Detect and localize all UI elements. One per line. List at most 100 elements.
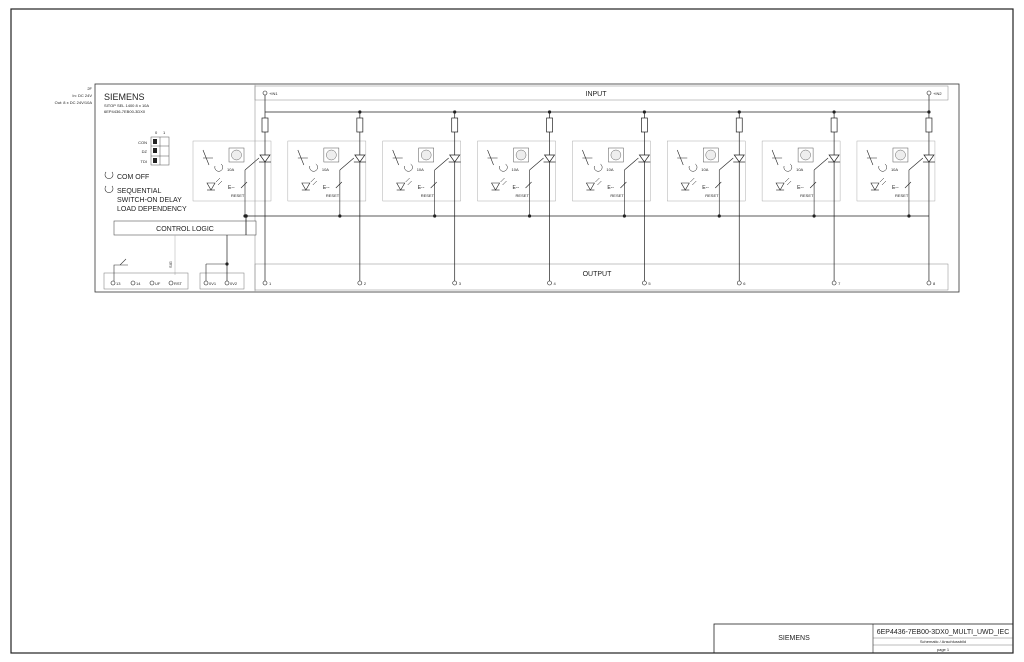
siemens-brand: SIEMENS	[104, 92, 145, 102]
switch-transistor-icon	[923, 154, 935, 163]
reset-label: RESET	[516, 193, 530, 198]
reset-switch-icon	[715, 181, 722, 189]
dial-icon	[705, 149, 716, 161]
reset-symbol: E--	[607, 185, 614, 191]
output-terminal-label: 7	[838, 281, 841, 286]
output-terminal	[642, 280, 647, 286]
reset-switch-icon	[430, 181, 437, 189]
switch-row-con: CON	[138, 140, 147, 145]
input-label: INPUT	[586, 91, 608, 98]
header-left-text: 2F In: DC 24V Out: 8 x DC 24V/10A	[55, 86, 93, 105]
junction-dot	[243, 214, 247, 218]
control-wire	[339, 157, 355, 171]
switch-transistor-icon	[449, 154, 461, 163]
title-line-2: Schematic / Anschlussbild	[920, 639, 966, 644]
switch-row-dz: DZ	[142, 149, 148, 154]
input-terminal-left: +IN1	[269, 91, 278, 96]
reset-switch-icon	[809, 181, 817, 189]
reset-symbol: E--	[513, 185, 520, 191]
switch-col-1: 1	[163, 130, 166, 135]
output-terminal	[547, 280, 552, 286]
switch-row-tdi: TDI	[141, 159, 147, 164]
current-sensor-icon	[487, 149, 498, 166]
relay-contact-symbol	[113, 258, 128, 285]
fuse-icon	[735, 117, 743, 133]
channel-box	[856, 140, 936, 202]
reset-switch-icon	[904, 181, 912, 189]
channel-rating: 10A	[512, 167, 519, 172]
output-terminal-label: 4	[554, 281, 557, 286]
rotary-arrow-icon	[404, 163, 413, 172]
control-wire	[244, 157, 260, 171]
led-icon	[775, 182, 785, 191]
rotary-arrow-icon	[499, 163, 508, 172]
mode-switch-on-delay: SWITCH-ON DELAY	[117, 197, 182, 204]
control-wire	[624, 157, 639, 171]
output-terminal	[831, 280, 837, 286]
output-terminal	[262, 280, 268, 286]
output-terminal-label: 5	[648, 281, 651, 286]
led-light-icon	[595, 177, 602, 186]
reset-label: RESET	[326, 193, 340, 198]
led-light-icon	[310, 177, 318, 186]
fuse-icon	[261, 117, 269, 133]
control-signal-label: SIG	[168, 261, 173, 268]
reset-switch-icon	[525, 181, 532, 189]
reset-label: RESET	[705, 193, 719, 198]
led-light-icon	[405, 177, 412, 186]
control-wire	[434, 157, 449, 171]
reset-switch-icon	[620, 181, 627, 189]
title-company: SIEMENS	[778, 635, 810, 642]
switch-transistor-icon	[259, 154, 271, 163]
reset-symbol: E--	[892, 185, 899, 191]
led-icon	[206, 182, 216, 191]
current-sensor-icon	[392, 149, 403, 166]
terminal-0v1: 0V1	[209, 281, 217, 286]
module-outline	[94, 83, 960, 293]
device-line-1: SITOP SEL 1400 8 x 10A	[104, 103, 149, 108]
rotary-arrow-icon	[688, 163, 698, 172]
terminal-uf: UF	[155, 281, 161, 286]
junction-dot	[527, 214, 532, 218]
channel-rating: 10A	[796, 167, 803, 172]
led-icon	[491, 182, 501, 191]
output-label: OUTPUT	[583, 271, 613, 278]
rotary-arrow-icon	[593, 163, 603, 172]
junction-dot	[338, 214, 342, 218]
channel-rating: 10A	[606, 167, 613, 172]
output-terminal-label: 3	[459, 281, 462, 286]
led-icon	[301, 182, 311, 191]
junction-dot	[812, 214, 816, 218]
dial-icon	[231, 149, 242, 161]
dial-icon	[895, 149, 906, 161]
current-sensor-icon	[676, 149, 688, 166]
led-light-icon	[690, 177, 697, 186]
control-logic-label: CONTROL LOGIC	[156, 226, 214, 233]
channel-box	[572, 140, 651, 202]
current-sensor-icon	[202, 149, 213, 166]
header-line-2: In: DC 24V	[72, 93, 92, 98]
reset-switch-icon	[240, 181, 248, 189]
control-terminals: 13 14 UF RST	[110, 280, 183, 286]
junction-dot	[907, 214, 911, 218]
channel-rating: 10A	[227, 167, 234, 172]
output-terminal	[357, 280, 363, 286]
reset-label: RESET	[421, 193, 435, 198]
header-line-3: Out: 8 x DC 24V/10A	[55, 100, 93, 105]
channel-group: 10AE--RESET110AE--RESET210AE--RESET310AE…	[192, 110, 936, 286]
junction-dot	[717, 214, 721, 218]
fuse-icon	[925, 117, 933, 133]
reset-symbol: E--	[418, 185, 425, 191]
fuse-icon	[451, 117, 459, 133]
channel-rating: 10A	[417, 167, 424, 172]
switch-transistor-icon	[733, 154, 745, 163]
rotary-arrow-icon	[104, 171, 114, 179]
dial-icon	[610, 149, 622, 161]
control-wire	[719, 157, 734, 171]
title-block: SIEMENS 6EP4436-7EB00-3DX0_MULTI_UWD_IEC…	[713, 623, 1014, 654]
input-bus-box	[254, 85, 949, 101]
channel-rating: 10A	[891, 167, 898, 172]
title-drawing-id: 6EP4436-7EB00-3DX0_MULTI_UWD_IEC	[877, 629, 1010, 636]
title-line-3: page 1	[937, 647, 950, 652]
